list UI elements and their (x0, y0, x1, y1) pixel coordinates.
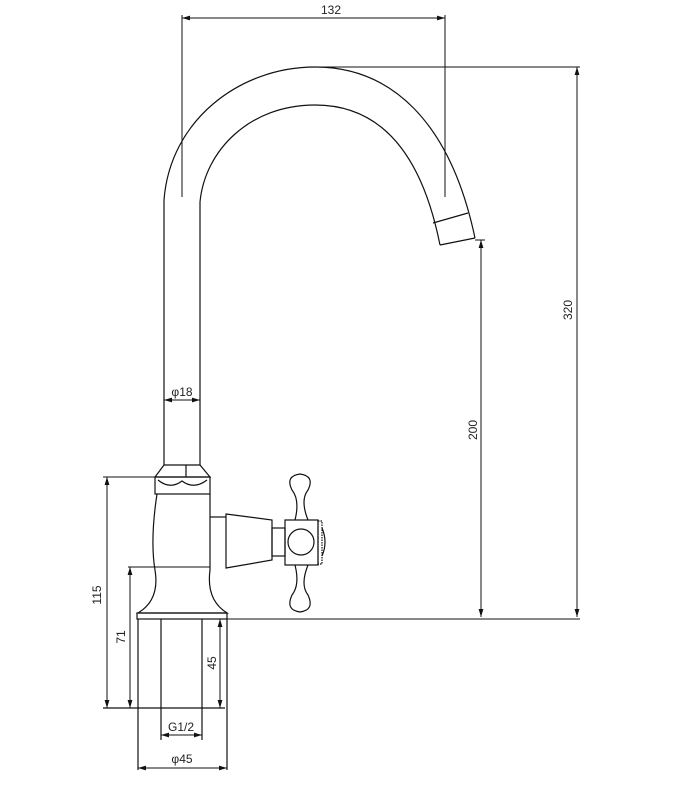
dim-label-handle-height: 71 (114, 630, 128, 644)
dim-label-shank-length: 45 (205, 656, 219, 670)
dim-label-thread: G1/2 (168, 720, 194, 734)
dim-label-body-height: 115 (90, 585, 104, 604)
shank (103, 619, 228, 770)
dim-label-pipe-diameter: φ18 (171, 385, 192, 399)
spout (163, 66, 476, 465)
dim-label-spout-height: 200 (466, 420, 480, 440)
dim-label-base-diameter: φ45 (171, 752, 192, 766)
nut (153, 464, 212, 495)
dim-label-reach: 132 (321, 3, 341, 17)
valve-body (135, 493, 230, 620)
dim-label-total-height: 320 (561, 300, 575, 320)
dimension-lines (103, 15, 580, 771)
valve-handle (225, 473, 326, 613)
